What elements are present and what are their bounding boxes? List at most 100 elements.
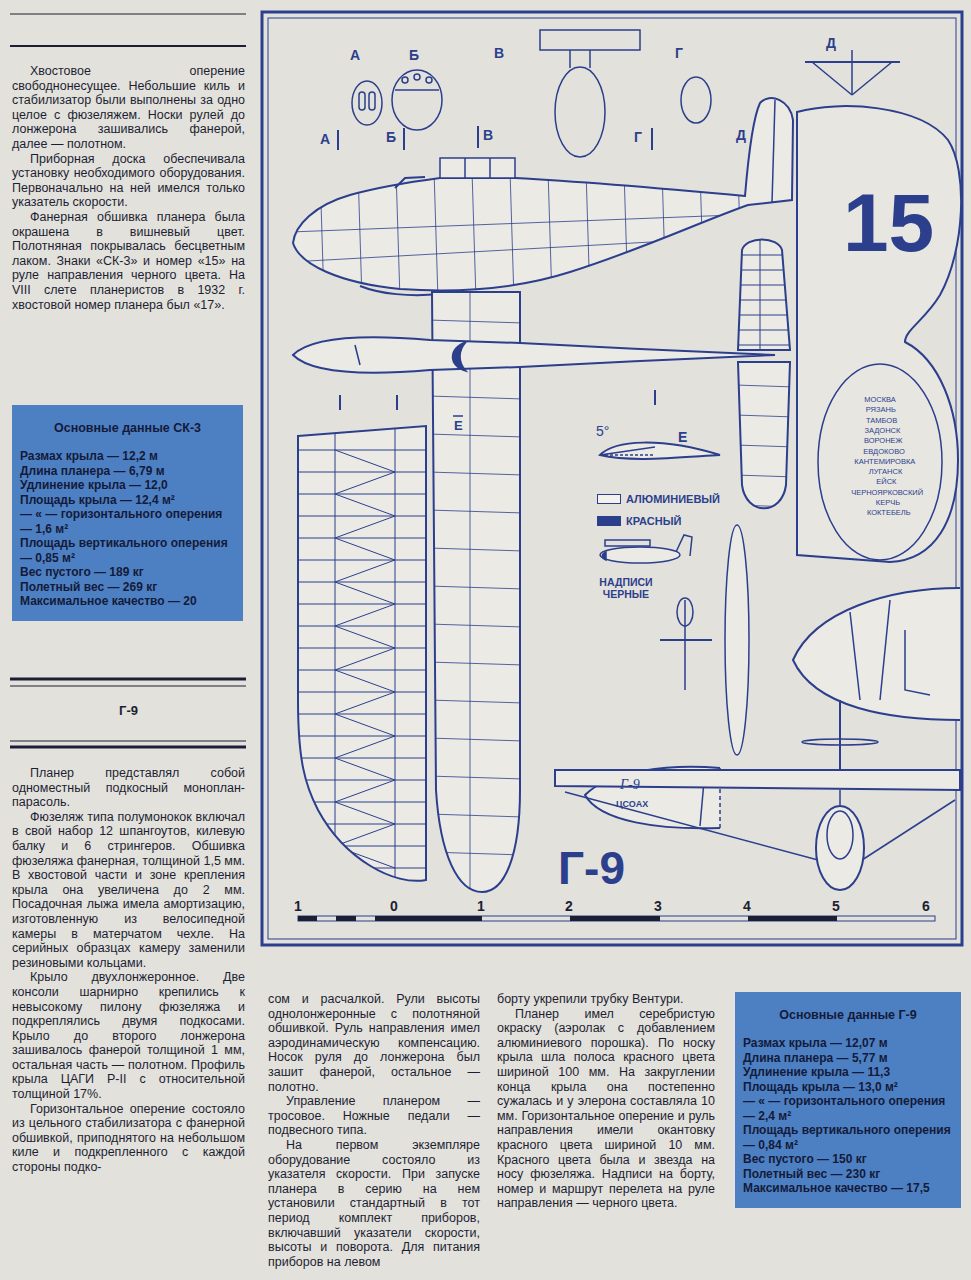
scale-bar xyxy=(375,916,395,921)
section-b xyxy=(414,74,420,80)
section-a xyxy=(352,81,382,125)
glider-sketch xyxy=(605,540,650,546)
table-row: Максимальное качество — 17,5 xyxy=(743,1181,953,1196)
tail-sketch xyxy=(684,600,686,690)
rib-line xyxy=(290,802,430,803)
section-b xyxy=(402,77,408,83)
rib-line xyxy=(290,648,430,649)
text-column: Планер представлял собой одноместный под… xyxy=(12,766,245,1175)
table-row: Максимальное качество — 20 xyxy=(20,594,235,609)
table-row: Длина планера — 5,77 м xyxy=(743,1051,953,1066)
section-g xyxy=(681,77,711,123)
rib-line xyxy=(335,780,395,802)
rib-line xyxy=(335,692,395,714)
legend-swatch xyxy=(597,494,621,504)
scale-bar xyxy=(336,916,356,921)
rule-line xyxy=(10,746,246,749)
rib-line xyxy=(290,846,430,847)
body-text: Горизонтальное оперение состояло из цель… xyxy=(12,1102,245,1175)
overline xyxy=(453,415,463,417)
airfoil xyxy=(600,443,720,459)
rib-line xyxy=(335,420,336,890)
section-a xyxy=(359,92,365,110)
skid xyxy=(360,286,440,295)
section-letter: Д xyxy=(736,128,746,143)
rib-line xyxy=(335,450,395,472)
legend-text: АЛЮМИНИЕВЫЙ xyxy=(626,493,720,505)
section-a xyxy=(369,92,375,110)
section-letter: В xyxy=(494,46,504,61)
route-name: РЯЗАНЬ xyxy=(821,406,941,414)
section-letter: Б xyxy=(386,130,396,145)
section-mark xyxy=(339,395,341,410)
pylon-front xyxy=(839,790,841,806)
rule-line xyxy=(10,45,246,47)
rib-line xyxy=(290,604,430,605)
route-name: КЕРЧЬ xyxy=(828,499,948,507)
section-v-pylon xyxy=(589,50,591,68)
legend-swatch xyxy=(597,516,621,526)
rib-line xyxy=(290,780,430,781)
rib-line xyxy=(335,802,395,824)
plank-line xyxy=(510,170,514,300)
body-text: Фанерная обшивка планера была окрашена в… xyxy=(12,210,245,312)
fuselage-side xyxy=(293,98,793,290)
section-letter: В xyxy=(483,128,493,143)
plank-line xyxy=(428,396,524,399)
tail-number: 15 xyxy=(843,178,934,268)
scale-bar xyxy=(395,916,482,921)
route-name: ЕВДОКОВО xyxy=(824,448,944,456)
section-b xyxy=(426,77,432,83)
section-v-wing xyxy=(540,30,640,50)
plank-line xyxy=(358,170,362,300)
plank-line xyxy=(428,548,524,551)
table-row: — « — горизонтального оперения — 1,6 м² xyxy=(20,507,235,536)
rib-line xyxy=(290,670,430,671)
route-name: ЛУГАНСК xyxy=(826,468,946,476)
section-b xyxy=(392,70,442,130)
rib-line xyxy=(730,315,795,316)
fin-front xyxy=(839,700,841,770)
section-mark xyxy=(396,395,398,410)
plank-line xyxy=(428,586,524,589)
wing-front xyxy=(555,770,960,790)
plank-lines xyxy=(428,290,524,900)
board-inscription: ЦСОАХ xyxy=(616,800,648,810)
plank-line xyxy=(700,170,704,300)
table-row: Полетный вес — 230 кг xyxy=(743,1167,953,1182)
body-text: На первом экземпляре оборудование состоя… xyxy=(268,1138,480,1269)
rib-line xyxy=(335,538,395,560)
rule-line xyxy=(10,14,246,15)
scale-bar xyxy=(298,916,935,921)
cockpit-detail xyxy=(850,600,930,700)
rib-line xyxy=(335,824,395,846)
plank-line xyxy=(434,170,438,300)
rib-line xyxy=(335,736,395,758)
section-mark xyxy=(651,128,653,150)
scale-number: 2 xyxy=(565,899,573,914)
rib-line xyxy=(730,285,795,286)
section-letter: Е xyxy=(452,419,465,433)
plank-line xyxy=(548,170,552,300)
rib-line xyxy=(290,560,430,561)
table-row: Площадь вертикального оперения — 0,85 м² xyxy=(20,536,235,565)
rib-line xyxy=(335,758,395,780)
scale-number: 1 xyxy=(477,899,485,914)
plank-line xyxy=(428,776,524,779)
table-row: Вес пустого — 189 кг xyxy=(20,565,235,580)
section-letter: А xyxy=(350,48,360,63)
glider-sketch xyxy=(600,547,680,563)
scale-number: 4 xyxy=(743,899,751,914)
wing-root xyxy=(464,158,466,178)
plank-line xyxy=(662,170,666,300)
rib-line xyxy=(730,330,795,331)
plank-line xyxy=(428,814,524,817)
table-row: Площадь крыла — 12,4 м² xyxy=(20,493,235,508)
route-name: ЗАДОНСК xyxy=(822,427,942,435)
plank-line xyxy=(396,170,400,300)
board-inscription: Г-9 xyxy=(620,777,640,792)
legend-note: НАДПИСИ ЧЕРНЫЕ xyxy=(584,577,668,600)
section-d xyxy=(812,62,852,95)
wing-covered xyxy=(432,292,520,892)
plank-line xyxy=(472,170,476,300)
